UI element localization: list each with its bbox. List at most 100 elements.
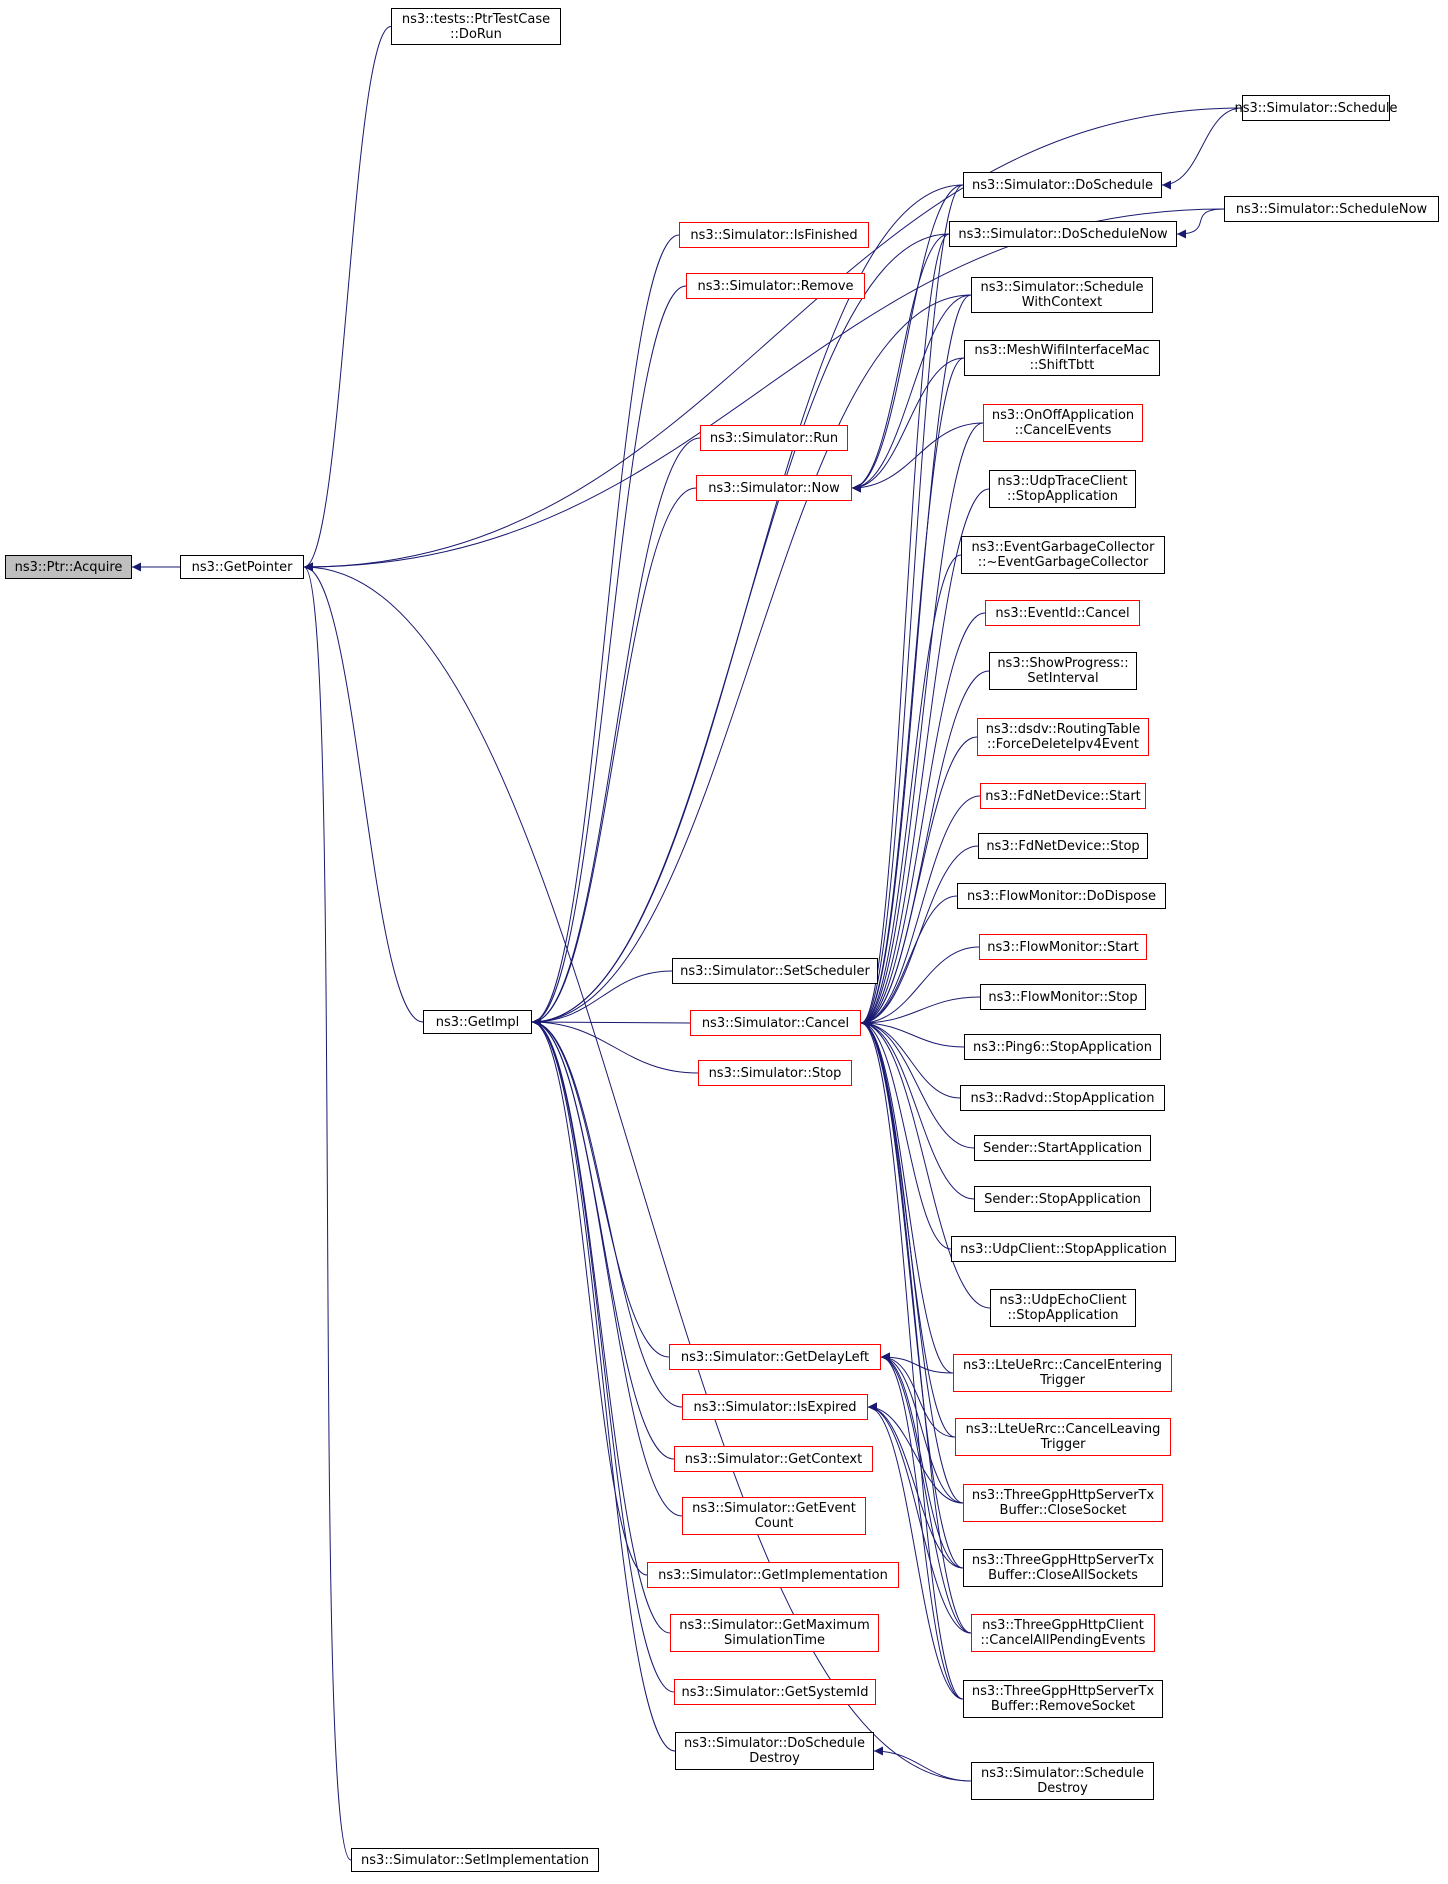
node-show-progress-set-interval[interactable]: ns3::ShowProgress:: SetInterval (989, 652, 1137, 690)
edge-ping6stop-to-cancel (860, 1018, 965, 1048)
edge-lteentering-to-cancel (860, 1018, 954, 1374)
edge-shifttbtt-to-now (851, 357, 965, 493)
edge-shifttbtt-to-cancel (860, 357, 965, 1028)
node-udp-echo-client-stop[interactable]: ns3::UdpEchoClient ::StopApplication (990, 1289, 1136, 1327)
edge-doscheduledestroy-to-getimpl (531, 1017, 676, 1752)
edge-showprogress-to-cancel (860, 670, 990, 1028)
edge-closeallsockets-to-getdelayleft (880, 1352, 964, 1569)
node-fd-net-device-stop[interactable]: ns3::FdNetDevice::Stop (978, 833, 1148, 859)
edge-remove-to-getimpl (531, 285, 687, 1027)
edge-closesocket-to-isexpired (867, 1402, 964, 1504)
edge-closesocket-to-cancel (860, 1018, 964, 1504)
edge-scheduledestroy-to-doscheduledestroy (873, 1746, 972, 1782)
node-remove[interactable]: ns3::Simulator::Remove (686, 273, 865, 299)
edge-doschedule-to-cancel (860, 184, 964, 1028)
node-schedule-now[interactable]: ns3::Simulator::ScheduleNow (1224, 196, 1439, 222)
node-get-context[interactable]: ns3::Simulator::GetContext (674, 1446, 873, 1472)
edge-schedule-to-getpointer (303, 107, 1243, 572)
edge-getdelayleft-to-getimpl (531, 1017, 670, 1358)
node-udp-trace-client-stop[interactable]: ns3::UdpTraceClient ::StopApplication (989, 470, 1136, 508)
node-http-cancel-all-pending[interactable]: ns3::ThreeGppHttpClient ::CancelAllPendi… (971, 1614, 1155, 1652)
node-ping6-stop-application[interactable]: ns3::Ping6::StopApplication (964, 1034, 1161, 1060)
edge-udpclientstop-to-cancel (860, 1018, 952, 1250)
node-stop[interactable]: ns3::Simulator::Stop (698, 1060, 852, 1086)
edge-removesocket-to-isexpired (867, 1402, 964, 1700)
node-is-finished[interactable]: ns3::Simulator::IsFinished (679, 222, 869, 248)
edge-fmdispose-to-cancel (860, 895, 958, 1028)
node-event-id-cancel[interactable]: ns3::EventId::Cancel (985, 600, 1140, 626)
node-lte-cancel-entering-trigger[interactable]: ns3::LteUeRrc::CancelEntering Trigger (953, 1354, 1172, 1392)
node-is-expired[interactable]: ns3::Simulator::IsExpired (682, 1394, 868, 1420)
node-schedule-destroy[interactable]: ns3::Simulator::Schedule Destroy (971, 1762, 1154, 1800)
node-get-delay-left[interactable]: ns3::Simulator::GetDelayLeft (669, 1344, 881, 1370)
edge-senderstop-to-cancel (860, 1018, 975, 1200)
node-ptr-test-case-do-run[interactable]: ns3::tests::PtrTestCase ::DoRun (391, 8, 561, 45)
node-http-close-all-sockets[interactable]: ns3::ThreeGppHttpServerTx Buffer::CloseA… (963, 1549, 1163, 1587)
edge-getimpl-to-getpointer (303, 562, 424, 1023)
node-set-scheduler[interactable]: ns3::Simulator::SetScheduler (672, 958, 878, 984)
node-ptr-acquire: ns3::Ptr::Acquire (5, 555, 132, 579)
edge-closeallsockets-to-isexpired (867, 1402, 964, 1569)
edge-scheduledestroy-to-getpointer (303, 562, 972, 1782)
node-flow-monitor-start[interactable]: ns3::FlowMonitor::Start (979, 934, 1147, 960)
edge-getimplementation-to-getimpl (531, 1017, 648, 1576)
node-onoff-cancel-events[interactable]: ns3::OnOffApplication ::CancelEvents (983, 404, 1143, 442)
node-http-close-socket[interactable]: ns3::ThreeGppHttpServerTx Buffer::CloseS… (963, 1484, 1163, 1522)
edge-schedulewithcontext-to-getimpl (531, 294, 972, 1027)
node-cancel[interactable]: ns3::Simulator::Cancel (690, 1010, 861, 1036)
edge-now-to-getimpl (531, 487, 697, 1027)
node-sender-stop-application[interactable]: Sender::StopApplication (974, 1186, 1151, 1212)
edge-cancelallpending-to-getdelayleft (880, 1352, 972, 1634)
node-get-impl[interactable]: ns3::GetImpl (423, 1010, 532, 1034)
node-fd-net-device-start[interactable]: ns3::FdNetDevice::Start (980, 783, 1146, 809)
edge-schedulenow-to-doschedulenow (1176, 208, 1225, 239)
edge-fmstop-to-cancel (860, 996, 981, 1028)
node-radvd-stop-application[interactable]: ns3::Radvd::StopApplication (960, 1085, 1165, 1111)
edge-getsystemid-to-getimpl (531, 1017, 675, 1693)
node-flow-monitor-stop[interactable]: ns3::FlowMonitor::Stop (980, 984, 1146, 1010)
edge-doschedulenow-to-getimpl (531, 233, 950, 1027)
edge-schedule-to-doschedule (1161, 107, 1243, 190)
node-schedule[interactable]: ns3::Simulator::Schedule (1234, 95, 1398, 121)
node-get-implementation[interactable]: ns3::Simulator::GetImplementation (647, 1562, 899, 1588)
edge-doschedulenow-to-cancel (860, 233, 950, 1028)
node-get-system-id[interactable]: ns3::Simulator::GetSystemId (674, 1679, 876, 1705)
node-sender-start-application[interactable]: Sender::StartApplication (974, 1135, 1151, 1161)
node-http-remove-socket[interactable]: ns3::ThreeGppHttpServerTx Buffer::Remove… (963, 1680, 1163, 1718)
edge-gcdtor-to-cancel (860, 554, 962, 1028)
edge-eventidcancel-to-cancel (860, 612, 986, 1028)
edge-cancelallpending-to-isexpired (867, 1402, 972, 1634)
node-udp-client-stop-application[interactable]: ns3::UdpClient::StopApplication (951, 1236, 1176, 1262)
edge-getmaxsimtime-to-getimpl (531, 1017, 671, 1634)
edge-onoffcancel-to-now (851, 422, 984, 493)
edge-setimplementation-to-getpointer (303, 562, 352, 1861)
edge-fdstart-to-cancel (860, 795, 981, 1028)
node-dsdv-force-delete[interactable]: ns3::dsdv::RoutingTable ::ForceDeleteIpv… (977, 718, 1149, 756)
edge-cancel-to-getimpl (531, 1017, 691, 1027)
node-do-schedule-destroy[interactable]: ns3::Simulator::DoSchedule Destroy (675, 1732, 874, 1770)
edge-geteventcount-to-getimpl (531, 1017, 683, 1517)
edge-schedulewithcontext-to-now (851, 294, 972, 493)
node-shift-tbtt[interactable]: ns3::MeshWifiInterfaceMac ::ShiftTbtt (964, 340, 1160, 376)
node-lte-cancel-leaving-trigger[interactable]: ns3::LteUeRrc::CancelLeaving Trigger (955, 1418, 1171, 1456)
edge-udptracestop-to-cancel (860, 488, 990, 1028)
node-event-garbage-collector-dtor[interactable]: ns3::EventGarbageCollector ::~EventGarba… (961, 536, 1165, 574)
edge-setscheduler-to-getimpl (531, 970, 673, 1027)
edge-udpechostop-to-cancel (860, 1018, 991, 1309)
node-get-maximum-simulation-time[interactable]: ns3::Simulator::GetMaximum SimulationTim… (670, 1614, 879, 1652)
edge-fmstart-to-cancel (860, 946, 980, 1028)
node-do-schedule-now[interactable]: ns3::Simulator::DoScheduleNow (949, 221, 1177, 247)
edge-schedulenow-to-getpointer (303, 208, 1225, 572)
node-do-schedule[interactable]: ns3::Simulator::DoSchedule (963, 172, 1162, 198)
edge-getcontext-to-getimpl (531, 1017, 675, 1460)
node-flow-monitor-do-dispose[interactable]: ns3::FlowMonitor::DoDispose (957, 883, 1166, 909)
node-schedule-with-context[interactable]: ns3::Simulator::Schedule WithContext (971, 277, 1153, 313)
node-now[interactable]: ns3::Simulator::Now (696, 475, 852, 501)
node-set-implementation[interactable]: ns3::Simulator::SetImplementation (351, 1848, 599, 1872)
node-get-event-count[interactable]: ns3::Simulator::GetEvent Count (682, 1497, 866, 1535)
edge-isfinished-to-getimpl (531, 234, 680, 1027)
node-get-pointer[interactable]: ns3::GetPointer (180, 555, 304, 579)
node-run[interactable]: ns3::Simulator::Run (700, 425, 848, 451)
